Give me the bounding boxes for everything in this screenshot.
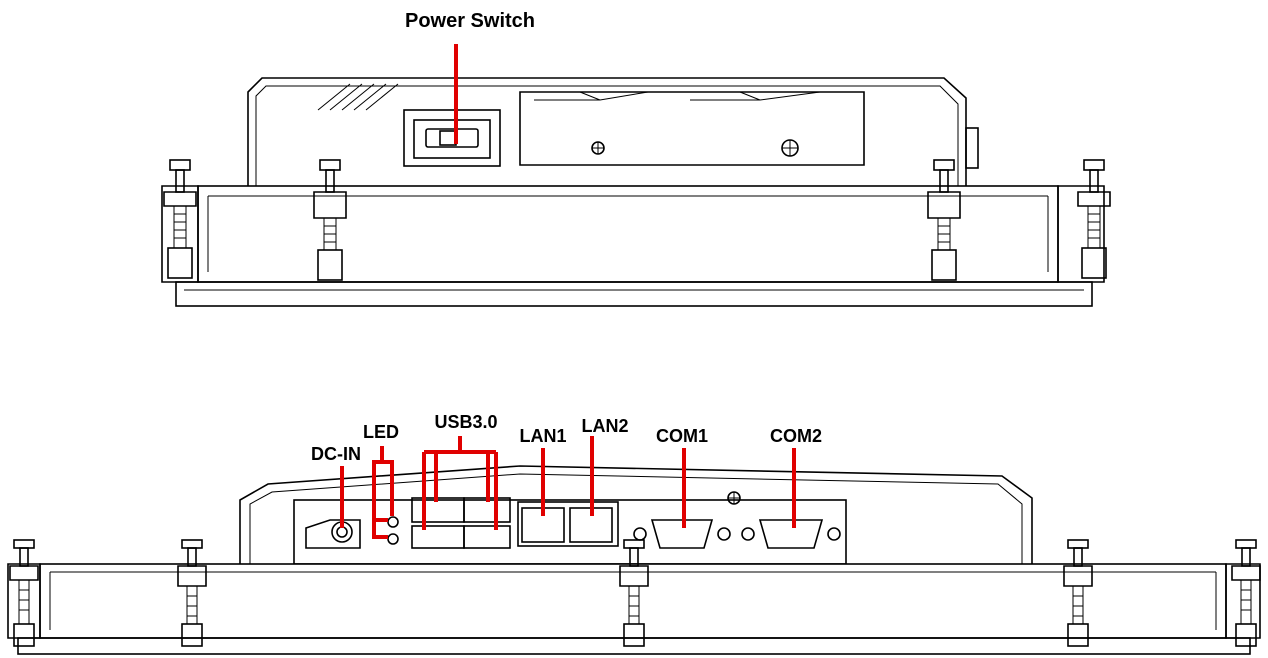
power-switch-label: Power Switch	[405, 10, 535, 32]
clamp-icon	[1063, 539, 1093, 647]
power-switch-icon	[403, 109, 501, 167]
clamp-screws-top	[163, 159, 1111, 281]
clamp-icon	[1077, 159, 1111, 279]
com2-label: COM2	[770, 426, 822, 446]
clamp-icon	[1231, 539, 1261, 647]
dc-in-label: DC-IN	[311, 444, 361, 464]
led-callout	[372, 446, 394, 539]
clamp-icon	[177, 539, 207, 647]
bottom-view	[7, 465, 1261, 655]
com1-label: COM1	[656, 426, 708, 446]
clamp-screws-bottom	[9, 539, 1261, 647]
usb-callout	[422, 436, 498, 530]
clamp-icon	[927, 159, 961, 281]
led-label: LED	[363, 422, 399, 442]
lan2-label: LAN2	[581, 416, 628, 436]
lan1-label: LAN1	[519, 426, 566, 446]
clamp-icon	[619, 539, 649, 647]
port-callouts	[340, 436, 796, 539]
usb-label: USB3.0	[434, 412, 497, 432]
clamp-icon	[313, 159, 347, 281]
clamp-icon	[163, 159, 197, 279]
top-view	[161, 77, 1105, 307]
clamp-icon	[9, 539, 39, 647]
